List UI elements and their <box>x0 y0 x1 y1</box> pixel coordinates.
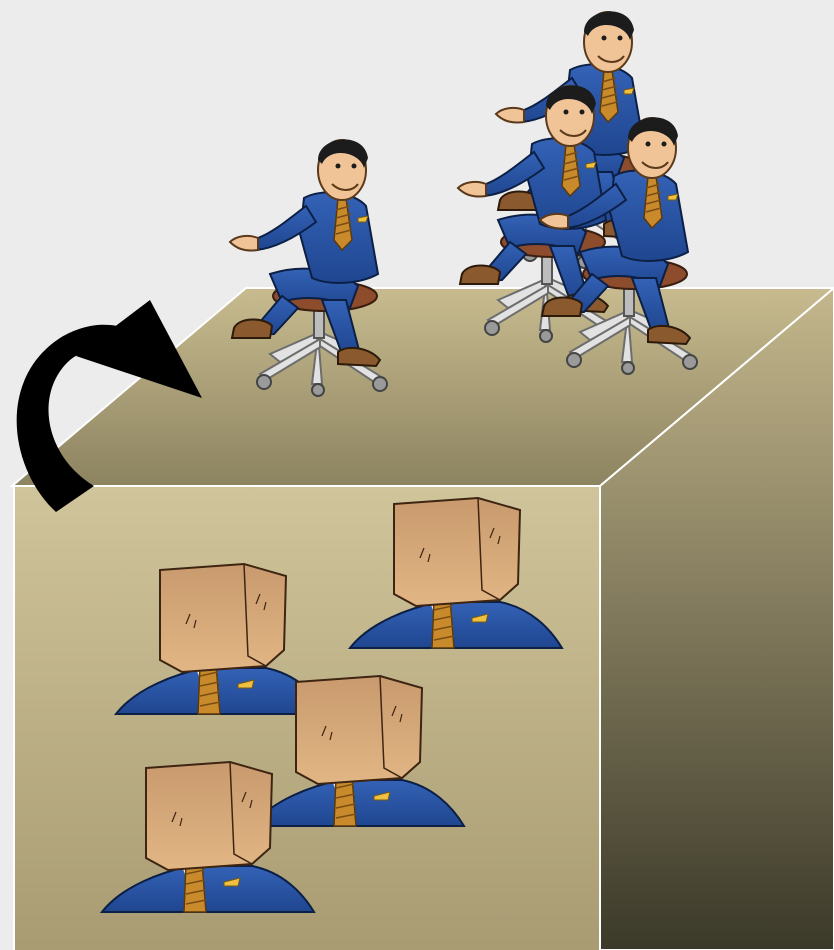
scene-illustration <box>0 0 834 950</box>
